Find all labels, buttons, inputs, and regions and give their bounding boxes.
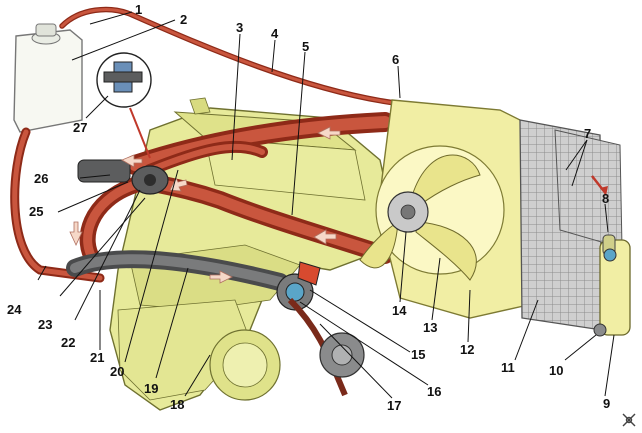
leader-line <box>184 354 211 397</box>
leader-line <box>309 289 411 353</box>
callout-5: 5 <box>302 39 310 54</box>
leader-lines <box>37 11 615 399</box>
callout-7: 7 <box>584 126 592 141</box>
leader-line <box>319 323 393 399</box>
leader-line <box>397 65 401 99</box>
leader-line <box>431 257 441 321</box>
flow-arrow <box>209 270 233 284</box>
callout-3: 3 <box>236 20 244 35</box>
leader-line <box>604 334 615 397</box>
callout-13: 13 <box>423 320 438 335</box>
flow-arrow <box>313 229 337 245</box>
leader-line <box>514 299 539 361</box>
expansion-tank <box>13 23 83 133</box>
callout-8: 8 <box>602 191 610 206</box>
airflow-arrow <box>591 175 604 191</box>
callout-1: 1 <box>135 2 143 17</box>
leader-line <box>467 289 471 343</box>
leader-line <box>71 19 176 61</box>
radiator-supply-hose-highlight <box>129 116 391 171</box>
leader-line <box>399 231 407 303</box>
leader-line <box>564 334 597 361</box>
flow-arrow <box>169 177 188 192</box>
callout-17: 17 <box>387 398 402 413</box>
flow-arrow <box>121 154 143 168</box>
thermostat-inset <box>96 52 152 159</box>
leader-line <box>271 39 276 73</box>
callout-11: 11 <box>501 360 515 375</box>
leader-line <box>57 181 129 213</box>
callout-14: 14 <box>392 303 407 318</box>
callout-9: 9 <box>603 396 611 411</box>
airflow-arrowhead <box>600 186 608 196</box>
callout-12: 12 <box>460 342 475 357</box>
leader-line <box>604 203 609 233</box>
tank-return-hose-highlight <box>12 129 103 281</box>
callout-21: 21 <box>90 350 105 365</box>
leader-line <box>74 189 141 321</box>
callout-20: 20 <box>110 364 125 379</box>
callout-22: 22 <box>61 335 76 350</box>
site-logo-icon <box>622 413 636 427</box>
callout-23: 23 <box>38 317 53 332</box>
heater-hose-highlight <box>147 143 265 173</box>
flow-arrows <box>69 126 341 284</box>
leader-line <box>124 169 179 363</box>
leader-line <box>231 33 241 161</box>
leader-line <box>59 197 146 297</box>
leader-line <box>85 95 109 119</box>
pump-inlet-pipe-highlight <box>70 254 285 287</box>
thermostat <box>77 159 169 195</box>
flow-arrow <box>69 221 83 246</box>
fan-shroud <box>375 99 531 319</box>
callout-2: 2 <box>180 12 188 27</box>
leader-line <box>89 11 133 25</box>
radiator-side-tank <box>593 234 631 337</box>
leader-line <box>37 265 47 281</box>
fan <box>359 154 481 281</box>
leader-line <box>291 51 306 216</box>
callout-4: 4 <box>271 26 279 41</box>
callout-26: 26 <box>34 171 49 186</box>
flow-arrow <box>317 126 341 140</box>
steam-hose-highlight <box>60 8 397 105</box>
callout-24: 24 <box>7 302 22 317</box>
leader-line <box>299 301 429 386</box>
crank-pulley-hub <box>331 344 353 366</box>
leader-line <box>571 139 588 187</box>
callout-15: 15 <box>411 347 426 362</box>
radiator-core <box>519 119 623 331</box>
callout-27: 27 <box>73 120 88 135</box>
leader-line <box>79 174 111 179</box>
callout-18: 18 <box>170 397 185 412</box>
callout-25: 25 <box>29 204 44 219</box>
callout-16: 16 <box>427 384 442 399</box>
leader-line <box>155 267 189 379</box>
callout-6: 6 <box>392 52 400 67</box>
leader-line <box>565 139 588 171</box>
callout-10: 10 <box>549 363 564 378</box>
callout-19: 19 <box>144 381 159 396</box>
